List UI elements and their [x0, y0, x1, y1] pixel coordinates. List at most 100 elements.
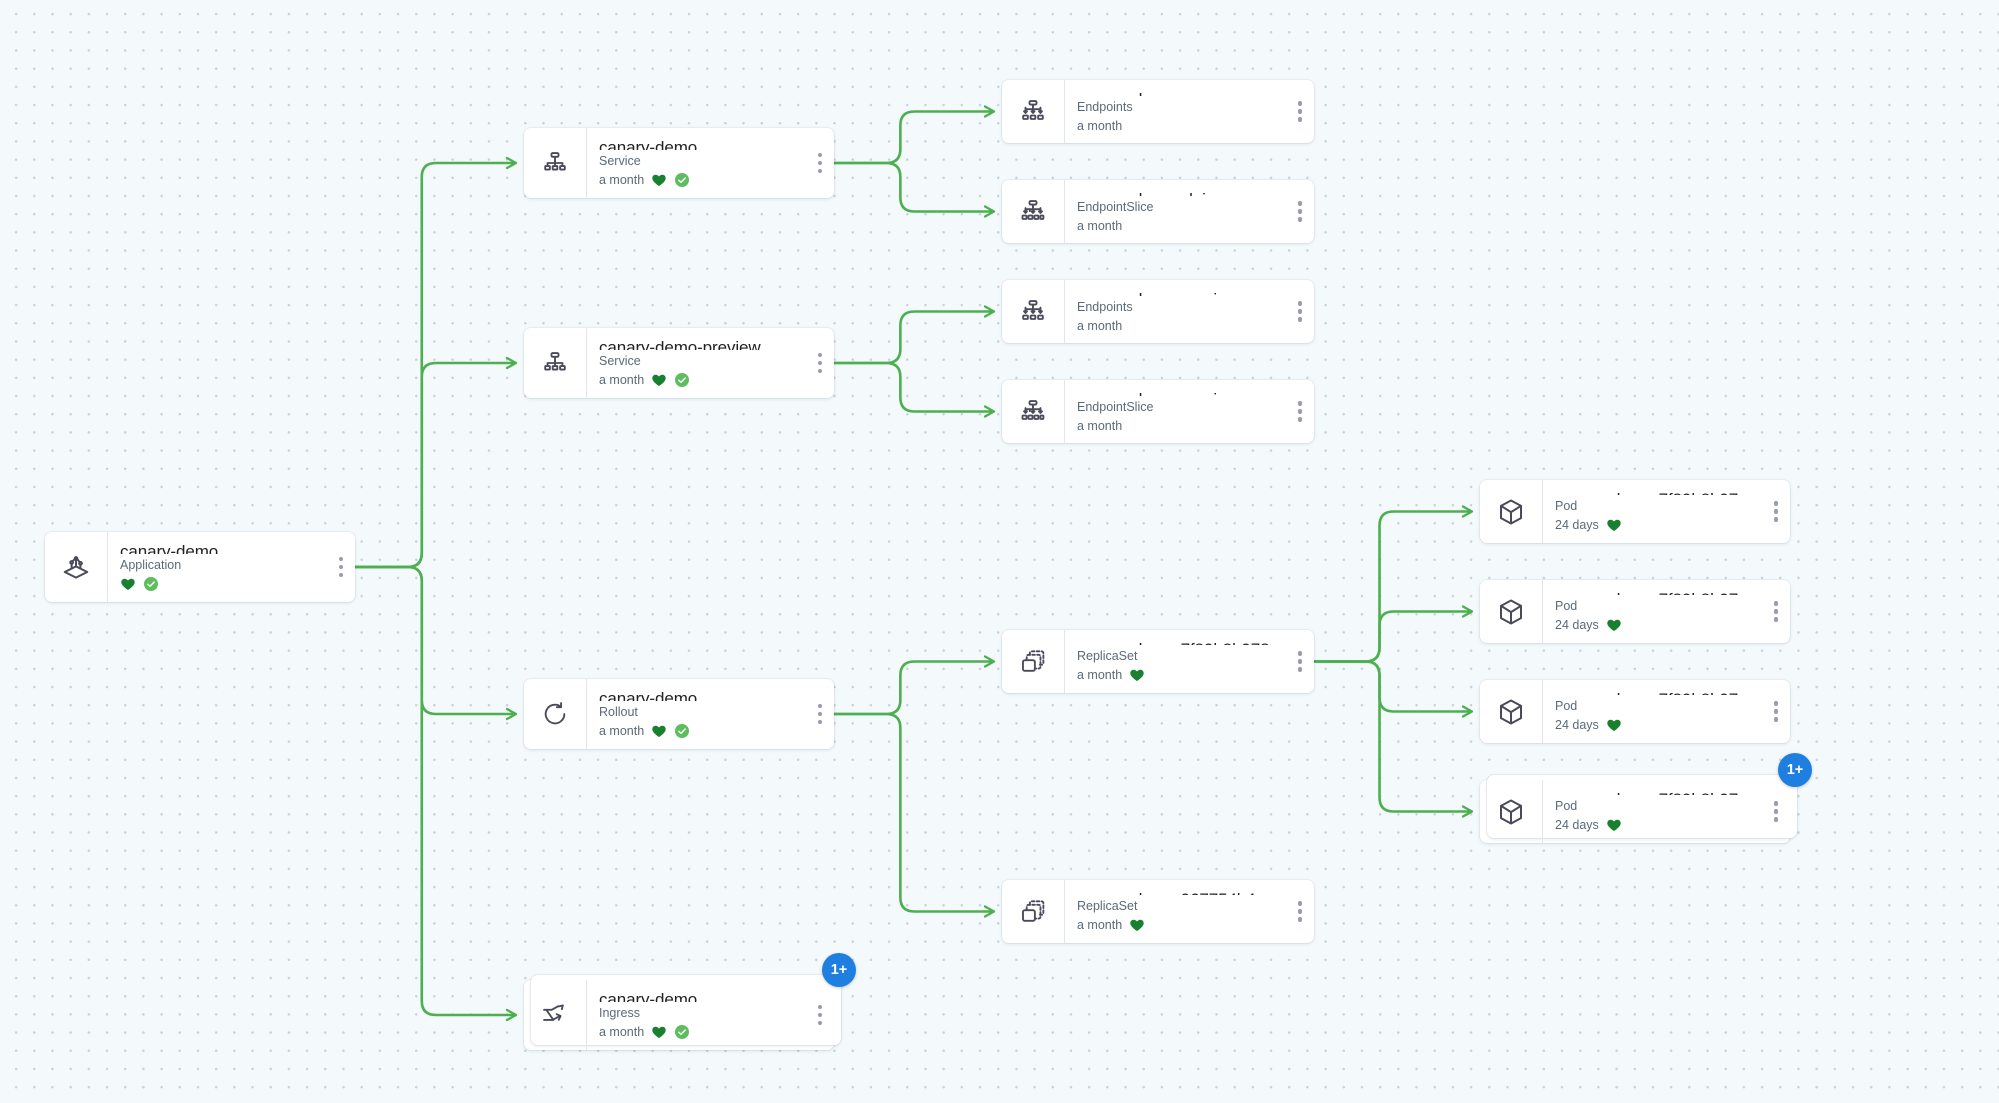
- edge-arrowhead: [983, 205, 996, 218]
- node-title: canary-demo: [599, 990, 698, 1002]
- node-meta: [120, 576, 327, 592]
- node-menu-button[interactable]: [1762, 780, 1790, 843]
- resource-node-replicaset[interactable]: canary-demo-7f89b8b978ReplicaSeta month: [1002, 630, 1314, 693]
- node-kind: Endpoints: [1077, 300, 1133, 315]
- sync-status-icon[interactable]: [143, 576, 159, 592]
- node-age: a month: [599, 372, 645, 387]
- edge-arrowhead: [1461, 505, 1474, 518]
- edge: [1312, 510, 1472, 663]
- edge-arrowhead: [505, 356, 518, 370]
- node-title: canary-demo: [599, 138, 698, 150]
- node-meta: a month: [1077, 119, 1286, 133]
- node-menu-button[interactable]: [1762, 580, 1790, 643]
- node-kind: Pod: [1555, 498, 1578, 513]
- edge-arrowhead: [983, 405, 996, 418]
- health-status-icon[interactable]: [1129, 667, 1145, 683]
- node-overflow-badge[interactable]: 1+: [1778, 753, 1812, 787]
- edge: [832, 712, 994, 913]
- node-kind: ReplicaSet: [1077, 648, 1138, 663]
- health-status-icon[interactable]: [651, 172, 667, 188]
- sync-status-icon[interactable]: [674, 1024, 690, 1040]
- node-menu-button[interactable]: [1762, 680, 1790, 743]
- node-age: a month: [1077, 218, 1123, 233]
- node-meta: a month: [1077, 667, 1286, 683]
- health-status-icon[interactable]: [651, 1024, 667, 1040]
- endpointslice-icon: [1002, 380, 1064, 443]
- node-menu-button[interactable]: [1286, 880, 1314, 943]
- resource-node-endpoints[interactable]: canary-demo-previewEndpointsa month: [1002, 280, 1314, 343]
- pod-icon: [1480, 680, 1542, 743]
- node-title: canary-demo-7f89b8b97...: [1555, 790, 1762, 794]
- pod-icon: [1480, 780, 1542, 843]
- node-meta: a month: [599, 372, 806, 388]
- edge: [353, 565, 516, 1017]
- sync-status-icon[interactable]: [674, 372, 690, 388]
- node-age: a month: [599, 172, 645, 187]
- node-title: canary-demo-preview: [1077, 290, 1286, 296]
- health-status-icon[interactable]: [1606, 517, 1622, 533]
- node-menu-button[interactable]: [1286, 180, 1314, 243]
- resource-node-endpointslice[interactable]: canary-demo-clpjwEndpointSlicea month: [1002, 180, 1314, 243]
- node-meta: 24 days: [1555, 817, 1762, 833]
- health-status-icon[interactable]: [651, 723, 667, 739]
- node-title: canary-demo-7f89b8b97...: [1555, 490, 1762, 494]
- node-menu-button[interactable]: [806, 328, 834, 398]
- node-kind: ReplicaSet: [1077, 898, 1138, 913]
- node-age: a month: [1077, 667, 1123, 682]
- node-menu-button[interactable]: [1286, 280, 1314, 343]
- endpointslice-icon: [1002, 180, 1064, 243]
- node-menu-button[interactable]: [806, 679, 834, 749]
- node-body: canary-demo-previewEndpointsa month: [1064, 280, 1286, 343]
- resource-node-replicaset[interactable]: canary-demo-967754b4cReplicaSeta month: [1002, 880, 1314, 943]
- resource-node-endpoints[interactable]: canary-demoEndpointsa month: [1002, 80, 1314, 143]
- node-body: canary-demoEndpointsa month: [1064, 80, 1286, 143]
- health-status-icon[interactable]: [1606, 717, 1622, 733]
- node-title: canary-demo-preview: [599, 338, 761, 350]
- service-icon: [524, 328, 586, 398]
- node-meta: 24 days: [1555, 717, 1762, 733]
- edge: [353, 361, 516, 569]
- sync-status-icon[interactable]: [674, 172, 690, 188]
- health-status-icon[interactable]: [1606, 817, 1622, 833]
- sync-status-icon[interactable]: [674, 723, 690, 739]
- node-kind: Pod: [1555, 798, 1578, 813]
- health-status-icon[interactable]: [1606, 617, 1622, 633]
- ingress-icon: [524, 980, 586, 1050]
- node-kind: Service: [599, 353, 641, 368]
- node-overflow-badge[interactable]: 1+: [822, 953, 856, 987]
- health-status-icon[interactable]: [120, 576, 136, 592]
- edge: [353, 565, 516, 716]
- node-meta: a month: [1077, 917, 1286, 933]
- node-body: canary-demo-7f89b8b97... Pod 24 days: [1542, 780, 1762, 843]
- node-menu-button[interactable]: [806, 980, 834, 1050]
- node-meta: a month: [599, 1024, 806, 1040]
- node-body: canary-demo-clpjwEndpointSlicea month: [1064, 180, 1286, 243]
- node-menu-button[interactable]: [1286, 80, 1314, 143]
- resource-node-pod[interactable]: canary-demo-7f89b8b97... Pod 24 days: [1480, 775, 1797, 843]
- health-status-icon[interactable]: [651, 372, 667, 388]
- node-menu-button[interactable]: [806, 128, 834, 198]
- node-menu-button[interactable]: [1762, 480, 1790, 543]
- node-menu-button[interactable]: [327, 532, 355, 602]
- health-status-icon[interactable]: [1129, 917, 1145, 933]
- node-title: canary-demo: [120, 542, 219, 554]
- edge-arrowhead: [983, 105, 996, 118]
- node-menu-button[interactable]: [1286, 380, 1314, 443]
- node-kind: Endpoints: [1077, 100, 1133, 115]
- node-body: canary-demo-967754b4cReplicaSeta month: [1064, 880, 1286, 943]
- node-menu-button[interactable]: [1286, 630, 1314, 693]
